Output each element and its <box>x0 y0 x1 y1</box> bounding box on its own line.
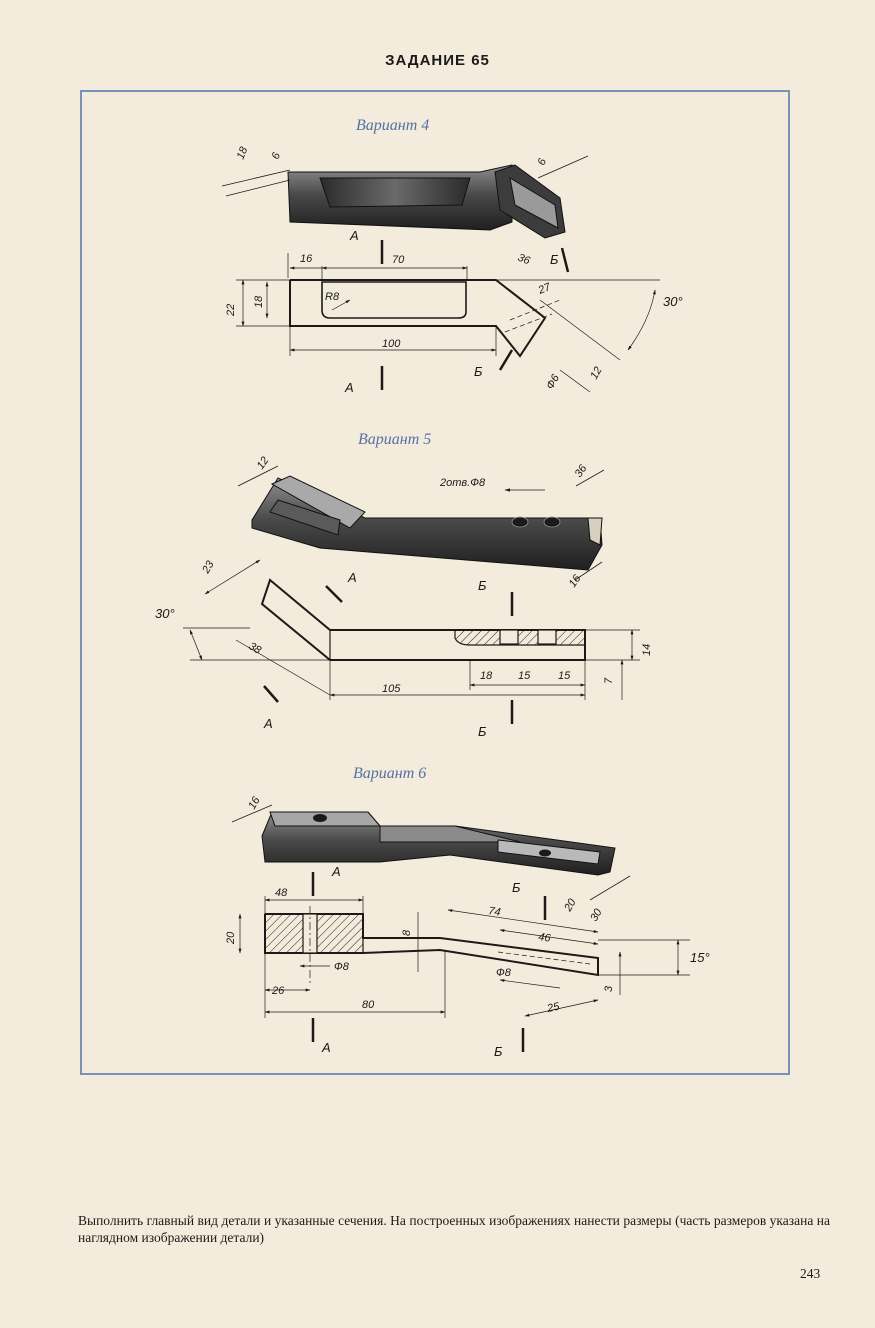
v6-iso-dim-20: 20 <box>562 896 579 914</box>
v4-dim-36: 36 <box>516 252 533 268</box>
v6-section-a-top: А <box>331 864 341 879</box>
v4-dim-r8: R8 <box>325 291 340 303</box>
v6-dim-25: 25 <box>545 1000 561 1015</box>
v6-dim-15deg: 15° <box>690 950 710 965</box>
v5-dim-105: 105 <box>382 683 401 695</box>
v6-dim-74: 74 <box>488 905 502 919</box>
v6-iso-dim-16: 16 <box>246 794 263 811</box>
v6-dim-48: 48 <box>275 887 288 899</box>
v6-dim-20: 20 <box>225 931 237 945</box>
task-caption: Выполнить главный вид детали и указанные… <box>78 1213 830 1245</box>
v6-dim-46: 46 <box>538 931 553 945</box>
v6-dim-3: 3 <box>603 985 615 992</box>
v6-section-a-bottom: А <box>321 1040 331 1055</box>
variant-5-section-markers <box>263 585 514 724</box>
variant-6-front-view <box>238 896 690 1018</box>
v4-dim-27: 27 <box>536 281 554 297</box>
variant-4-label: Вариант 4 <box>356 117 430 134</box>
variant-5-isometric <box>237 465 605 581</box>
variant-6-isometric <box>231 804 631 901</box>
v4-iso-dim-6b: 6 <box>536 156 550 167</box>
variant-4-isometric <box>221 155 589 239</box>
variant-6-label: Вариант 6 <box>353 765 427 782</box>
variant-4-front-view <box>236 253 660 393</box>
v4-iso-dim-18: 18 <box>235 144 251 161</box>
v5-section-b-top: Б <box>478 578 487 593</box>
variant-6-section-markers <box>311 872 547 1052</box>
v5-dim-15b: 15 <box>558 670 571 682</box>
v5-iso-dim-12: 12 <box>255 455 272 472</box>
v4-dim-18: 18 <box>253 295 265 308</box>
v4-dim-100: 100 <box>382 338 401 350</box>
v5-section-b-bottom: Б <box>478 724 487 739</box>
page-number: 243 <box>800 1266 821 1281</box>
v4-dim-22: 22 <box>225 304 237 317</box>
v5-section-a-bottom: А <box>263 716 273 731</box>
v6-dim-8: 8 <box>401 929 413 936</box>
v6-section-b-bottom: Б <box>494 1044 503 1059</box>
v5-iso-holes: 2отв.Ф8 <box>439 477 486 489</box>
v5-dim-14: 14 <box>641 644 653 656</box>
v6-dim-26: 26 <box>271 985 285 997</box>
drawing-frame <box>80 90 790 1075</box>
v5-section-a-top: А <box>347 570 357 585</box>
v4-section-b-top: Б <box>550 252 559 267</box>
v6-iso-dim-30: 30 <box>588 906 605 923</box>
v5-dim-15a: 15 <box>518 670 531 682</box>
v6-section-b-top: Б <box>512 880 521 895</box>
page-title: ЗАДАНИЕ 65 <box>385 52 490 69</box>
v6-dim-f8-left: Ф8 <box>334 961 350 973</box>
v4-section-b-bottom: Б <box>474 364 483 379</box>
v4-iso-dim-6a: 6 <box>270 150 284 161</box>
variant-5-front-view <box>183 559 640 700</box>
v6-dim-f8-right: Ф8 <box>496 967 512 979</box>
v4-dim-f6: Ф6 <box>544 372 562 392</box>
variant-5-label: Вариант 5 <box>358 431 432 448</box>
v4-dim-70: 70 <box>392 254 405 266</box>
v5-dim-30deg: 30° <box>155 606 175 621</box>
v5-dim-23: 23 <box>200 558 217 576</box>
v4-dim-12: 12 <box>588 365 605 382</box>
variant-4-section-markers <box>380 240 570 390</box>
v5-iso-dim-16: 16 <box>567 572 584 590</box>
v5-dim-7: 7 <box>603 677 615 684</box>
v4-section-a-top: А <box>349 228 359 243</box>
v5-dim-18: 18 <box>480 670 493 682</box>
v4-section-a-bottom: А <box>344 380 354 395</box>
v6-dim-80: 80 <box>362 999 375 1011</box>
v5-iso-dim-36: 36 <box>573 462 590 480</box>
v4-dim-30deg: 30° <box>663 294 683 309</box>
v4-dim-16: 16 <box>300 253 313 265</box>
